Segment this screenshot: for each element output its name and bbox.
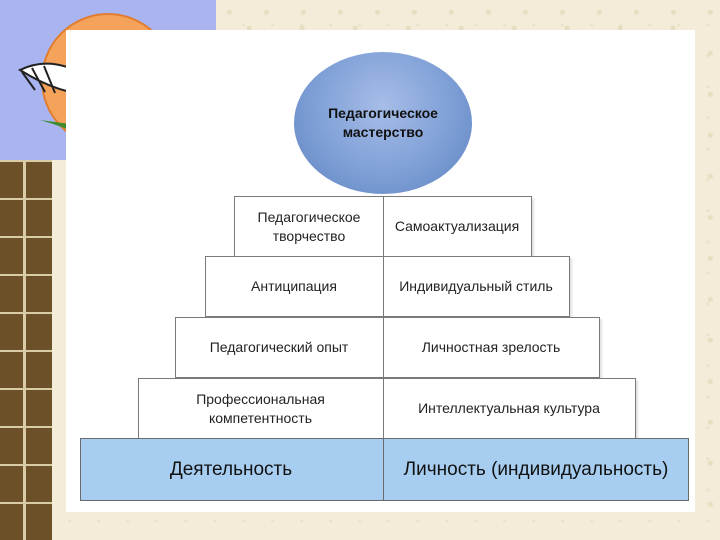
- tier-1: Педагогическое творчество Самоактуализац…: [234, 196, 532, 257]
- tier-2-divider: [383, 257, 384, 316]
- base-right-label: Личность (индивидуальность): [403, 458, 669, 480]
- apex-ellipse: Педагогическое мастерство: [294, 52, 472, 194]
- tier-3-left-label: Педагогический опыт: [209, 339, 349, 356]
- tier-3-right-label: Личностная зрелость: [421, 339, 561, 356]
- base-divider: [383, 439, 384, 500]
- tier-1-divider: [383, 197, 384, 256]
- tier-2: Антиципация Индивидуальный стиль: [205, 256, 570, 317]
- tier-2-right-label: Индивидуальный стиль: [399, 278, 553, 295]
- tier-2-left-label: Антиципация: [251, 278, 337, 295]
- tier-1-left-label: Педагогическое творчество: [257, 209, 361, 244]
- tier-4-left-label: Профессиональная компетентность: [196, 391, 325, 426]
- tier-3: Педагогический опыт Личностная зрелость: [175, 317, 600, 378]
- apex-label: Педагогическое мастерство: [328, 105, 438, 140]
- tier-3-divider: [383, 318, 384, 377]
- base-block: Деятельность Личность (индивидуальность): [80, 438, 689, 501]
- tier-1-right-label: Самоактуализация: [394, 218, 520, 235]
- tier-4: Профессиональная компетентность Интеллек…: [138, 378, 636, 439]
- decorative-sidebar: [0, 160, 52, 540]
- base-left-label: Деятельность: [169, 458, 293, 480]
- tier-4-right-label: Интеллектуальная культура: [418, 400, 600, 417]
- tier-4-divider: [383, 379, 384, 438]
